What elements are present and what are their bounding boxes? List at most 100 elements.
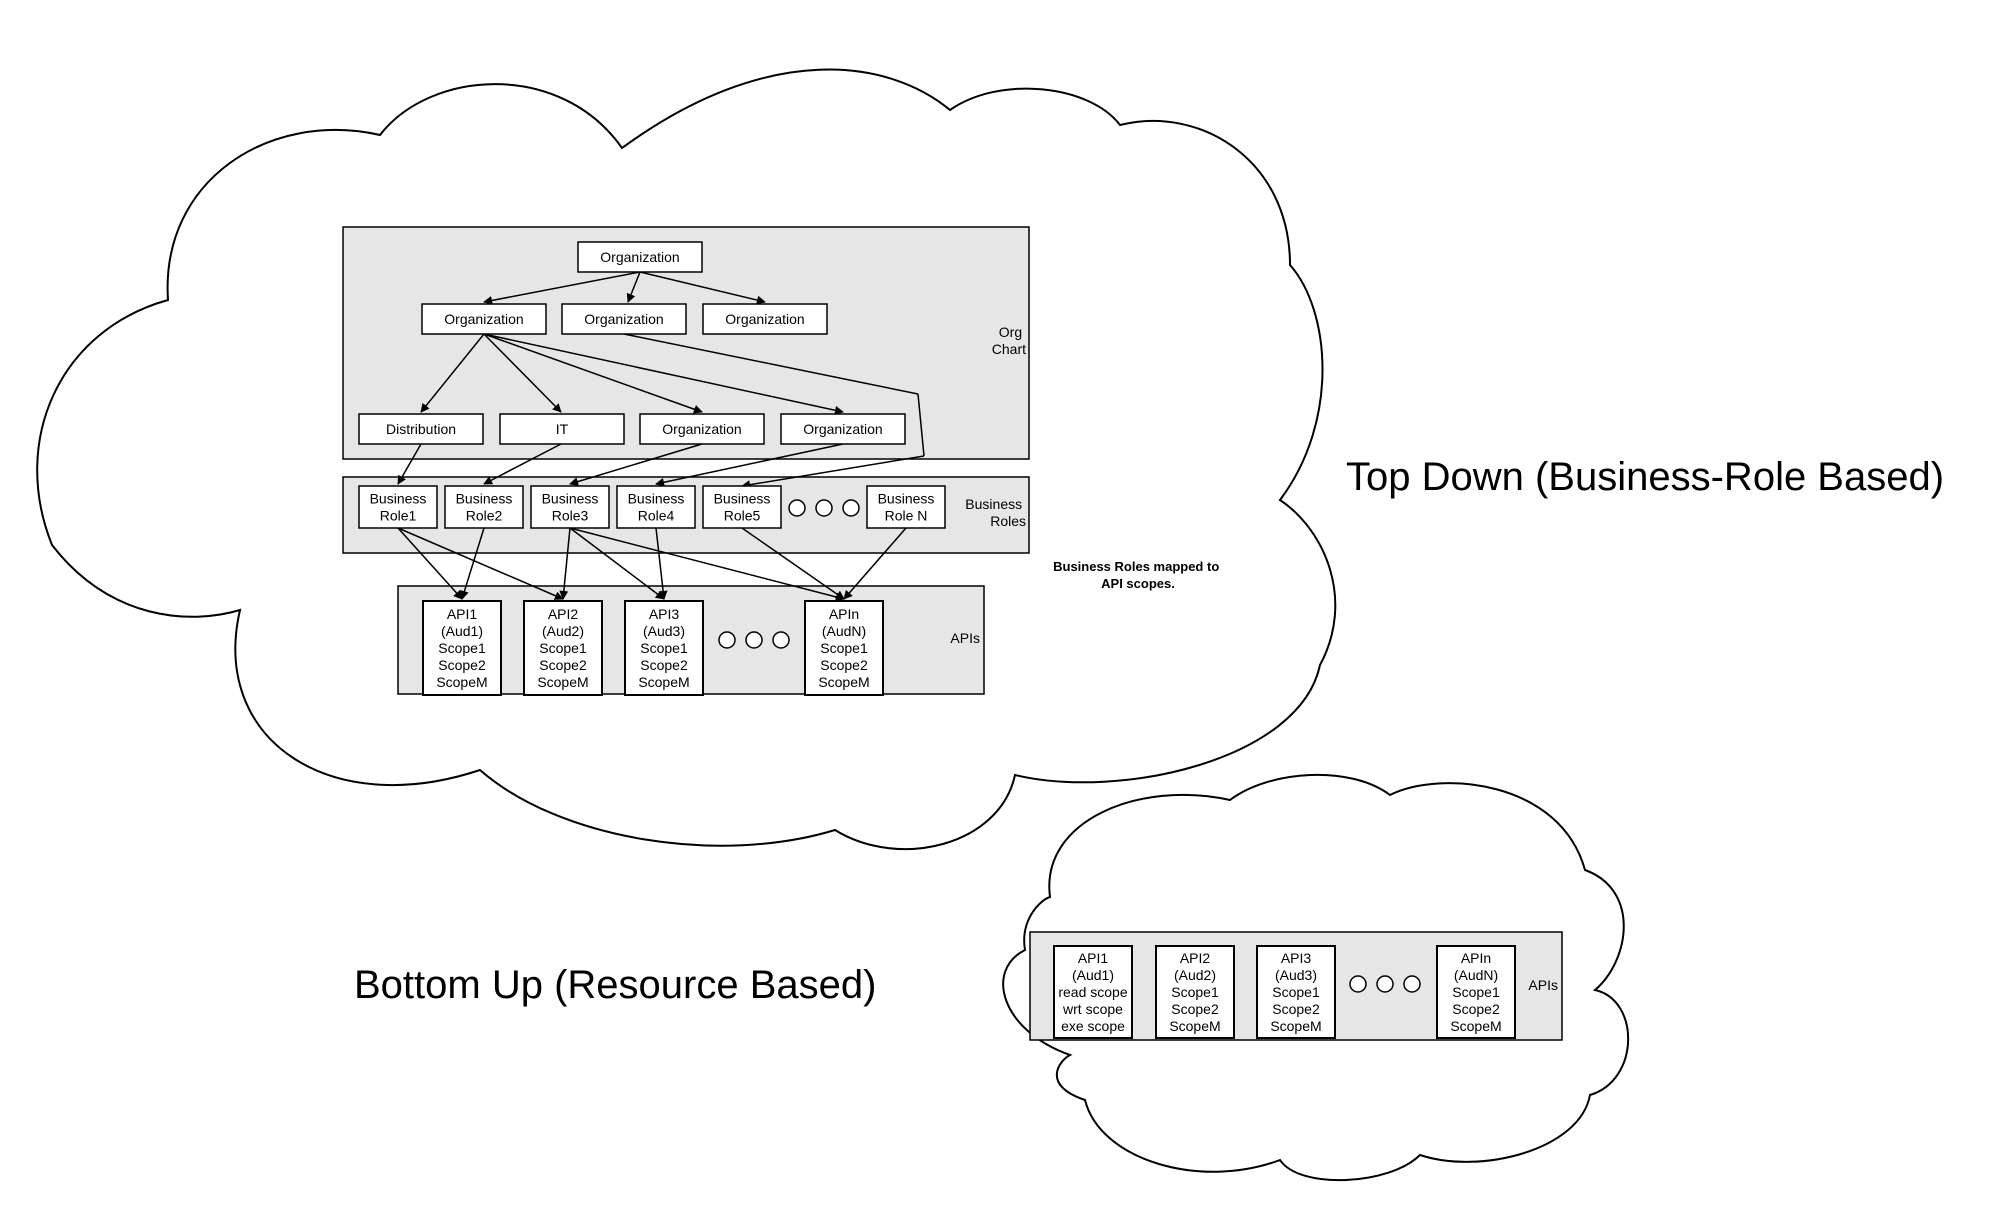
bottom-api-node-line: Scope2 [1171, 1001, 1219, 1017]
connector-arrow [483, 443, 562, 485]
top-api-node-line: Scope1 [438, 640, 486, 656]
business-roles-label: Business Roles [965, 496, 1026, 529]
connector-arrow [397, 527, 463, 600]
top-api-node-line: Scope2 [438, 657, 486, 673]
top-api-node-line: Scope1 [820, 640, 868, 656]
top-api-node-line: Scope1 [539, 640, 587, 656]
org-level2-node-line: Organization [584, 311, 663, 327]
top-api-node-line: API2 [548, 606, 579, 622]
bottom-api-node-line: (Aud3) [1275, 967, 1317, 983]
connector-arrow [741, 455, 925, 490]
top-apis-label: APIs [950, 630, 980, 646]
bottom-api-node-line: wrt scope [1062, 1001, 1123, 1017]
bottom-api-node-line: ScopeM [1450, 1018, 1501, 1034]
bottom-api-node-line: APIn [1461, 950, 1491, 966]
mapping-note: Business Roles mapped to API scopes. [1053, 559, 1223, 591]
top-api-ellipsis-dot [772, 631, 790, 649]
org-level3-node-line: Organization [803, 421, 882, 437]
connector-arrow [483, 271, 641, 305]
connector-arrow [639, 271, 766, 305]
org-level3-node: IT [499, 413, 625, 445]
bottom-api-node-line: read scope [1058, 984, 1127, 1000]
org-level3-node-line: IT [556, 421, 569, 437]
business-role-node-line: Business [456, 491, 513, 507]
bottom-api-node-line: Scope1 [1452, 984, 1500, 1000]
bottom-api-ellipsis-dot [1376, 975, 1394, 993]
connector-arrow [843, 527, 907, 600]
bottom-up-caption: Bottom Up (Resource Based) [354, 963, 877, 1007]
top-api-node-line: Scope2 [820, 657, 868, 673]
top-api-ellipsis-dot [718, 631, 736, 649]
connectors [397, 271, 925, 602]
bottom-api-node-line: Scope2 [1272, 1001, 1320, 1017]
bottom-api-node-line: Scope2 [1452, 1001, 1500, 1017]
connector-arrow [569, 527, 665, 600]
top-down-caption: Top Down (Business-Role Based) [1346, 455, 1945, 499]
roles-ellipsis-dot [842, 499, 860, 517]
connector-arrow [626, 271, 641, 303]
top-api-node-line: API1 [447, 606, 478, 622]
connector-arrow [741, 527, 845, 600]
top-api-node-line: (Aud1) [441, 623, 483, 639]
connector-arrow [483, 333, 844, 415]
bottom-api-node-line: API2 [1180, 950, 1211, 966]
business-role-node-line: Business [714, 491, 771, 507]
business-role-node-line: Role2 [466, 508, 503, 524]
business-role-node-line: Business [878, 491, 935, 507]
bottom-api-node-line: API3 [1281, 950, 1312, 966]
connector-arrow [655, 443, 844, 487]
connector-arrow [569, 527, 845, 602]
business-role-node-line: Role4 [638, 508, 675, 524]
bottom-apis-label: APIs [1528, 977, 1558, 993]
org-level3-node: Organization [780, 413, 906, 445]
org-root-node: Organization [577, 241, 703, 273]
top-api-node-line: Scope2 [640, 657, 688, 673]
connector-arrow [623, 333, 919, 395]
top-api-node-line: Scope1 [640, 640, 688, 656]
org-level3-node-line: Distribution [386, 421, 456, 437]
top-api-node-line: (Aud2) [542, 623, 584, 639]
connector-arrow [569, 443, 703, 486]
top-api-node-line: ScopeM [436, 674, 487, 690]
org-level2-node-line: Organization [444, 311, 523, 327]
connector-arrow [483, 333, 703, 414]
business-role-node-line: Role N [885, 508, 928, 524]
connector-arrow [483, 333, 562, 413]
org-root-node-line: Organization [600, 249, 679, 265]
top-api-ellipsis-dot [745, 631, 763, 649]
org-level3-node: Organization [639, 413, 765, 445]
business-role-node-line: Role5 [724, 508, 761, 524]
org-level2-node: Organization [561, 303, 687, 335]
top-api-node-line: ScopeM [638, 674, 689, 690]
bottom-api-node-line: (Aud1) [1072, 967, 1114, 983]
business-role-node-line: Business [628, 491, 685, 507]
roles-ellipsis-dot [788, 499, 806, 517]
org-level3-node-line: Organization [662, 421, 741, 437]
bottom-api-ellipsis-dot [1349, 975, 1367, 993]
bottom-api-node-line: Scope1 [1171, 984, 1219, 1000]
connector-arrow [397, 443, 422, 485]
org-chart-label: Org Chart [992, 324, 1026, 357]
bottom-api-node-line: Scope1 [1272, 984, 1320, 1000]
top-api-node-line: APIn [829, 606, 859, 622]
business-role-node-line: Business [370, 491, 427, 507]
bottom-api-node-line: exe scope [1061, 1018, 1125, 1034]
connector-arrow [559, 527, 571, 600]
top-api-node-line: (AudN) [822, 623, 866, 639]
org-level2-node: Organization [702, 303, 828, 335]
top-api-node-line: API3 [649, 606, 680, 622]
connector-arrow [460, 527, 485, 600]
top-api-node-line: (Aud3) [643, 623, 685, 639]
